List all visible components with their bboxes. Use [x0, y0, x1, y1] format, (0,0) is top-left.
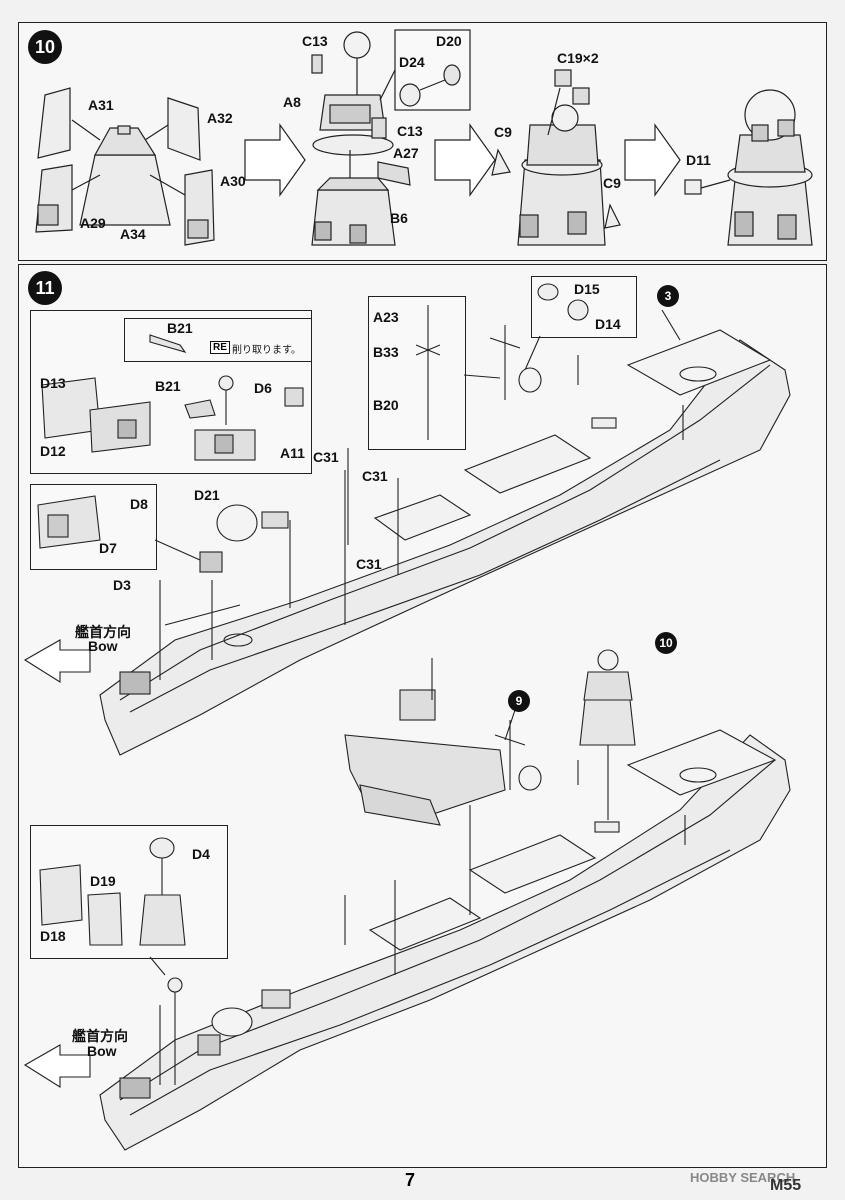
- label-d15: D15: [574, 281, 600, 297]
- label-d14: D14: [595, 316, 621, 332]
- label-d8: D8: [130, 496, 148, 512]
- step-10-number: 10: [28, 30, 62, 64]
- label-a8: A8: [283, 94, 301, 110]
- label-c31-c: C31: [356, 556, 382, 572]
- bow-label-jp-upper: 艦首方向: [75, 624, 131, 640]
- label-c9-left: C9: [494, 124, 512, 140]
- step-11-number: 11: [28, 271, 62, 305]
- label-d3: D3: [113, 577, 131, 593]
- ref-step-10: 10: [655, 632, 677, 654]
- label-d13: D13: [40, 375, 66, 391]
- label-a29: A29: [80, 215, 106, 231]
- label-d19: D19: [90, 873, 116, 889]
- label-c31-b: C31: [362, 468, 388, 484]
- label-c13-side: C13: [397, 123, 423, 139]
- label-d4: D4: [192, 846, 210, 862]
- label-a23: A23: [373, 309, 399, 325]
- label-a30: A30: [220, 173, 246, 189]
- label-b21: B21: [155, 378, 181, 394]
- label-d20: D20: [436, 33, 462, 49]
- bow-label-en-lower: Bow: [87, 1043, 117, 1059]
- label-a11: A11: [280, 445, 305, 461]
- label-a31: A31: [88, 97, 114, 113]
- label-c19: C19×2: [557, 50, 599, 66]
- label-d18: D18: [40, 928, 66, 944]
- label-d12: D12: [40, 443, 66, 459]
- re-tag: RE: [210, 341, 230, 354]
- label-d6: D6: [254, 380, 272, 396]
- label-b21-detail: B21: [167, 320, 193, 336]
- ref-step-9: 9: [508, 690, 530, 712]
- label-d11: D11: [686, 152, 711, 168]
- label-b33: B33: [373, 344, 399, 360]
- bow-label-en-upper: Bow: [88, 638, 118, 654]
- re-note: 削り取ります。: [232, 345, 301, 356]
- label-c9-right: C9: [603, 175, 621, 191]
- kit-code: M55: [770, 1177, 802, 1194]
- ref-step-3: 3: [657, 285, 679, 307]
- label-a34: A34: [120, 226, 146, 242]
- page-number: 7: [405, 1170, 416, 1190]
- label-c31-a: C31: [313, 449, 339, 465]
- label-c13-top: C13: [302, 33, 328, 49]
- label-d7: D7: [99, 540, 117, 556]
- label-b20: B20: [373, 397, 399, 413]
- label-a27: A27: [393, 145, 419, 161]
- label-b6: B6: [390, 210, 408, 226]
- label-a32: A32: [207, 110, 233, 126]
- label-d24: D24: [399, 54, 425, 70]
- bow-label-jp-lower: 艦首方向: [72, 1028, 128, 1044]
- label-d21: D21: [194, 487, 220, 503]
- watermark: HOBBY SEARCH: [690, 1170, 796, 1185]
- callout-mast: [368, 296, 466, 450]
